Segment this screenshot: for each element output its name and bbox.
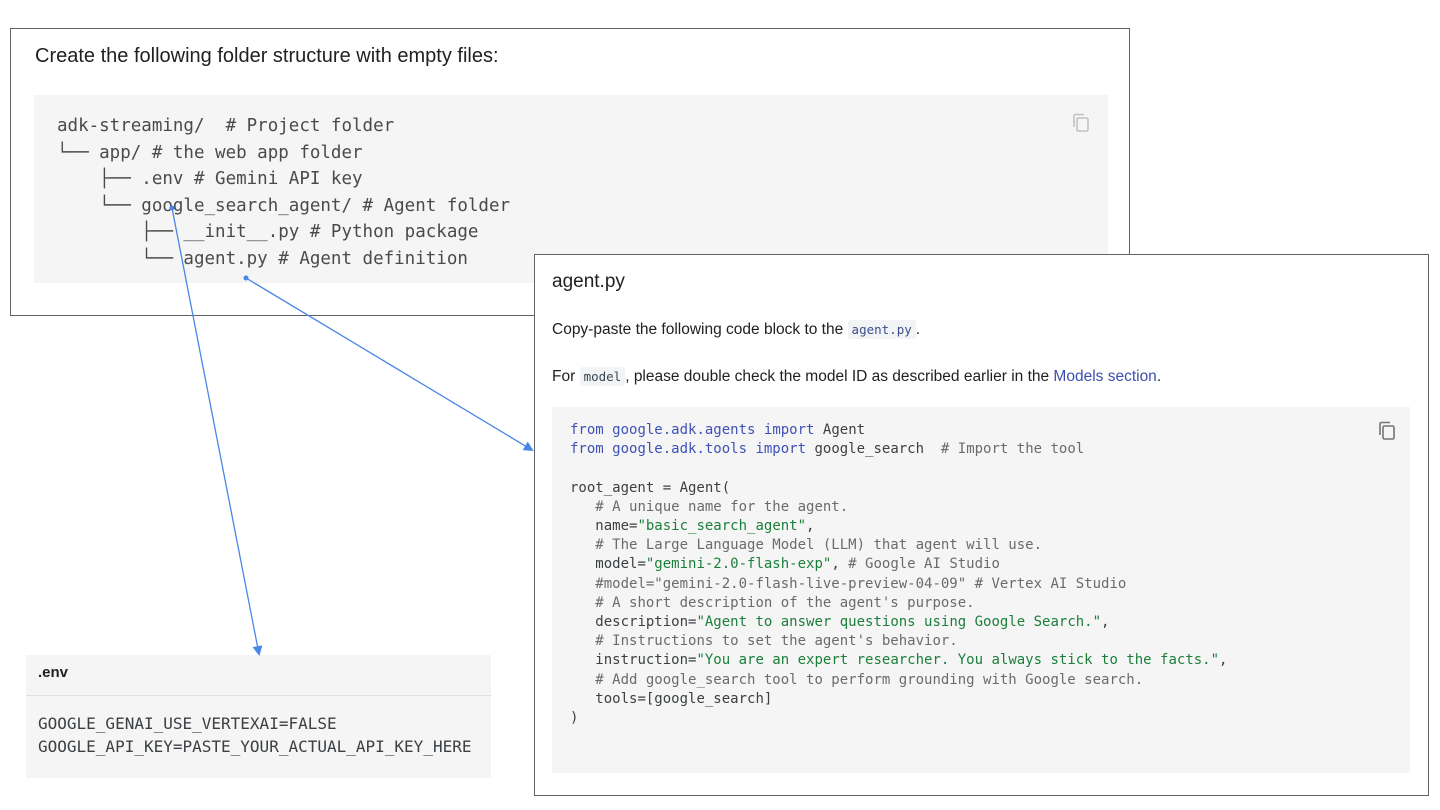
models-section-link[interactable]: Models section: [1053, 368, 1157, 385]
code-comment: # Add google_search tool to perform grou…: [595, 671, 1144, 688]
code-name: Agent: [822, 422, 866, 438]
agent-code-block: from google.adk.agents import Agent from…: [552, 407, 1410, 773]
agent-py-panel: agent.py Copy-paste the following code b…: [534, 254, 1429, 796]
code-string: "gemini-2.0-flash-exp": [645, 556, 832, 573]
code-comment: # A short description of the agent's pur…: [595, 594, 975, 611]
tree-line: └── agent.py # Agent definition: [57, 248, 468, 269]
copy-instruction-text: Copy-paste the following code block to t…: [552, 320, 921, 339]
code-comment: # The Large Language Model (LLM) that ag…: [595, 537, 1043, 554]
code-comment: # Instructions to set the agent's behavi…: [595, 633, 958, 650]
code-comment: # Google AI Studio: [848, 556, 1000, 573]
code-keyword: import: [755, 441, 807, 458]
code-keyword: from: [570, 441, 604, 458]
env-file-panel: .env GOOGLE_GENAI_USE_VERTEXAI=FALSE GOO…: [26, 655, 491, 778]
code-string: "Agent to answer questions using Google …: [696, 614, 1102, 631]
code-string: "You are an expert researcher. You alway…: [696, 652, 1220, 669]
code-key: description=: [595, 614, 697, 631]
code-string: "basic_search_agent": [637, 518, 807, 535]
env-panel-title: .env: [38, 664, 69, 681]
model-text: For: [552, 368, 580, 385]
model-instruction-text: For model, please double check the model…: [552, 367, 1162, 386]
code-module: google.adk.agents: [612, 422, 756, 438]
env-line: GOOGLE_API_KEY=PASTE_YOUR_ACTUAL_API_KEY…: [38, 737, 472, 756]
code-name: google_search: [814, 441, 925, 458]
copy-icon[interactable]: [1072, 113, 1090, 133]
code-line: tools=[google_search]: [595, 690, 773, 707]
code-line: ): [570, 710, 579, 727]
env-line: GOOGLE_GENAI_USE_VERTEXAI=FALSE: [38, 714, 337, 733]
code-key: instruction=: [595, 652, 697, 669]
tree-line: └── google_search_agent/ # Agent folder: [57, 195, 511, 216]
model-text-end: .: [1156, 368, 1162, 385]
code-key: model=: [595, 556, 646, 573]
env-divider: [26, 695, 491, 696]
code-comment: # A unique name for the agent.: [595, 498, 849, 515]
model-text-mid: , please double check the model ID as de…: [625, 368, 1054, 385]
code-line: root_agent = Agent(: [570, 479, 731, 496]
tree-line: adk-streaming/ # Project folder: [57, 116, 395, 136]
tree-line: ├── .env # Gemini API key: [57, 169, 363, 190]
code-keyword: import: [763, 422, 815, 438]
agent-panel-title: agent.py: [552, 271, 625, 292]
code-comment: # Import the tool: [940, 441, 1085, 458]
code-comment: #model="gemini-2.0-flash-live-preview-04…: [595, 575, 1127, 592]
inline-code-model: model: [579, 367, 626, 386]
folder-structure-heading: Create the following folder structure wi…: [35, 45, 499, 67]
tree-line: └── app/ # the web app folder: [57, 142, 363, 163]
inline-code-filename: agent.py: [847, 320, 916, 339]
folder-tree-code-block: adk-streaming/ # Project folder └── app/…: [34, 95, 1108, 283]
copy-icon[interactable]: [1378, 421, 1396, 441]
copy-text-end: .: [915, 321, 921, 338]
copy-text: Copy-paste the following code block to t…: [552, 321, 848, 338]
code-module: google.adk.tools: [612, 441, 748, 458]
tree-line: ├── __init__.py # Python package: [57, 222, 479, 243]
code-key: name=: [595, 518, 638, 535]
code-keyword: from: [570, 422, 604, 438]
